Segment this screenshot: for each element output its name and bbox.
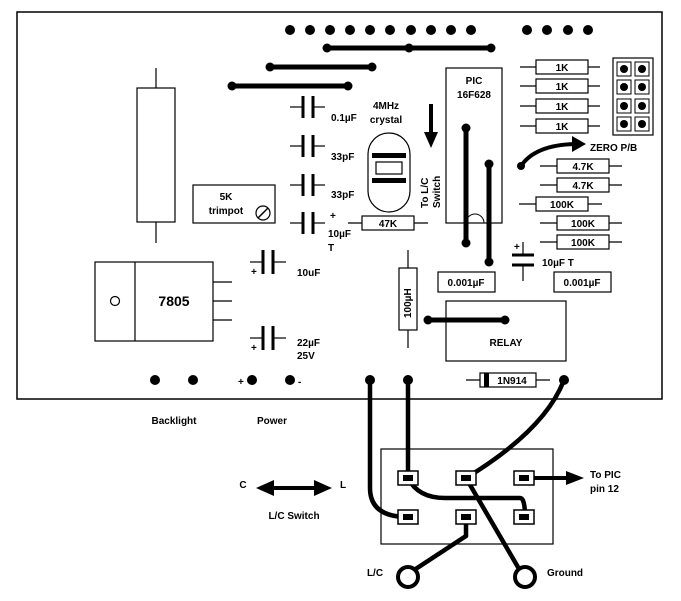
arrow-right-icon (534, 471, 584, 485)
cap-10uf-t-value-label: 10µF (328, 229, 351, 240)
resistor-4-7k-label-b: 4.7K (572, 181, 594, 192)
power-plus-label: + (238, 377, 244, 388)
resistor-bank-right (519, 158, 622, 250)
zero-pb-label: ZERO P/B (590, 143, 637, 154)
inductor-label: 100µH (403, 288, 414, 318)
curved-arrow-icon (517, 136, 586, 170)
lc-terminal (396, 565, 420, 589)
pic-label-line1: PIC (466, 76, 483, 87)
resistor-1k-label-4: 1K (556, 122, 570, 133)
lc-switch-label: L/C Switch (268, 511, 319, 522)
cap-33pf-label-b: 33pF (331, 190, 354, 201)
power-label: Power (257, 416, 287, 427)
to-lc-switch-label-1: To L/C (420, 178, 431, 208)
cap-10uf-t-type-label: T (328, 243, 334, 254)
large-capacitor-body (136, 68, 176, 243)
cap-22uf-plus: + (251, 343, 257, 354)
crystal-label-line1: 4MHz (373, 101, 399, 112)
cap-10uf-t-right (512, 242, 534, 281)
trimpot-label-2: trimpot (209, 206, 244, 217)
connector-block (612, 57, 654, 136)
resistor-1k-label-1: 1K (556, 63, 570, 74)
resistor-100k-label-3: 100K (571, 238, 596, 249)
cap-10uf-t-right-label: 10µF T (542, 258, 574, 269)
pcb-outline (16, 11, 663, 400)
bottom-pads (150, 375, 295, 385)
to-pic-label-2: pin 12 (590, 484, 619, 495)
cap-22uf-value-label: 22µF (297, 338, 320, 349)
relay-label: RELAY (490, 338, 523, 349)
crystal-label-line2: crystal (370, 115, 402, 126)
resistor-1k-label-2: 1K (556, 82, 570, 93)
resistor-100k-label-2: 100K (571, 219, 596, 230)
pic-label-line2: 16F628 (457, 90, 491, 101)
to-lc-switch-label-2: Switch (432, 176, 443, 208)
trimpot-label-1: 5K (220, 192, 234, 203)
header-pad-row-right (522, 25, 593, 35)
cap-10uf-plus: + (251, 267, 257, 278)
arrow-right-label: L (340, 480, 346, 491)
relay-body (445, 300, 567, 362)
arrow-left-label: C (239, 480, 246, 491)
resistor-47k (348, 215, 428, 231)
resistor-1k-group (520, 59, 600, 134)
regulator-7805 (94, 261, 232, 342)
resistor-100k-label-1: 100K (550, 200, 575, 211)
cap-0001-right-label: 0.001µF (564, 278, 601, 289)
capacitor-stack (290, 96, 325, 234)
lc-terminal-label: L/C (367, 568, 383, 579)
diode-1n914 (466, 372, 550, 388)
cap-10uf (250, 250, 286, 274)
diode-label: 1N914 (497, 376, 527, 387)
ground-terminal (513, 565, 537, 589)
pic-jumper-wires (463, 125, 492, 265)
cap-0001-left-box (437, 271, 496, 293)
cap-10uf-label: 10uF (297, 268, 320, 279)
cap-01uf-label: 0.1µF (331, 113, 357, 124)
resistor-47k-label: 47K (379, 219, 398, 230)
cap-10uf-plus-label: + (330, 211, 336, 222)
pic-chip (445, 67, 503, 224)
header-pad-row-left (285, 25, 476, 35)
resistor-1k-label-3: 1K (556, 102, 570, 113)
cap-22uf (250, 326, 286, 350)
switch-wires (367, 377, 567, 577)
arrow-down-icon (424, 104, 438, 148)
cap-33pf-label-a: 33pF (331, 152, 354, 163)
regulator-label: 7805 (158, 293, 189, 309)
ground-terminal-label: Ground (547, 568, 583, 579)
resistor-4-7k-label-a: 4.7K (572, 162, 594, 173)
inductor-100uh (398, 250, 418, 348)
power-minus-label: - (298, 377, 301, 388)
cap-10uf-right-plus: + (514, 242, 520, 253)
cap-22uf-voltage-label: 25V (297, 351, 315, 362)
trimpot (192, 184, 276, 224)
cap-0001-left-label: 0.001µF (448, 278, 485, 289)
double-arrow-icon (256, 480, 332, 496)
crystal-body (367, 132, 411, 213)
backlight-label: Backlight (151, 416, 197, 427)
cap-0001-right-box (553, 271, 612, 293)
to-pic-label-1: To PIC (590, 470, 621, 481)
